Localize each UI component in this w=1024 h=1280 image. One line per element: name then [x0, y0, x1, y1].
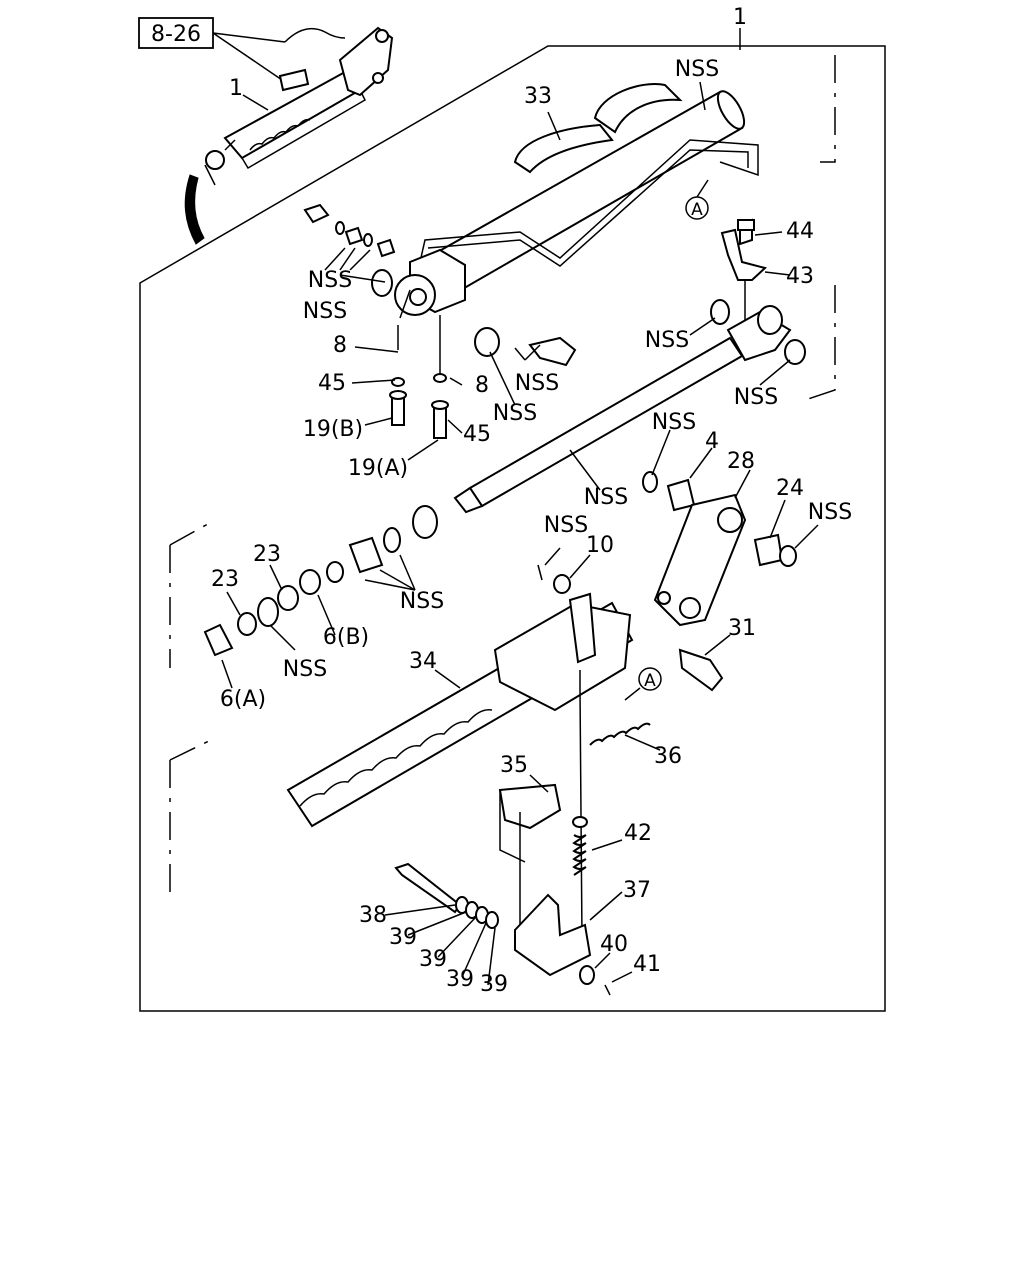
label-p35: 35 [500, 753, 528, 778]
label-p4: 4 [705, 429, 719, 454]
bracket-43 [720, 228, 768, 281]
label-p34: 34 [409, 649, 437, 674]
washer-nss-left [371, 269, 393, 297]
label-p10: 10 [586, 533, 614, 558]
label-p33: 33 [524, 84, 552, 109]
callout-a-upper: A [685, 179, 709, 220]
label-nss-bushings: NSS [400, 589, 444, 614]
label-nss-screw-right: NSS [515, 371, 559, 396]
upper-tube [418, 90, 759, 304]
label-nss-tube: NSS [675, 57, 719, 82]
channel-34 [286, 592, 634, 828]
label-p23-a: 23 [253, 542, 281, 567]
label-p37: 37 [623, 878, 651, 903]
bolt-44 [737, 218, 755, 246]
callout-a-lower: A [624, 667, 662, 701]
label-p1-small: 1 [229, 76, 243, 101]
label-p8-left: 8 [333, 333, 347, 358]
washer-nss-mid [474, 327, 500, 357]
fitting-19b [389, 377, 407, 426]
half-shell-33 [513, 83, 683, 174]
label-nss-ring-top: NSS [652, 410, 696, 435]
label-p40: 40 [600, 932, 628, 957]
label-p42: 42 [624, 821, 652, 846]
clamp-block [394, 248, 466, 375]
label-nss-washer-left: NSS [303, 299, 347, 324]
washer-40 [579, 965, 595, 985]
label-p39-b: 39 [419, 947, 447, 972]
label-p19a: 19(A) [348, 456, 408, 481]
svg-text:A: A [691, 200, 703, 220]
label-nss-shaft: NSS [584, 485, 628, 510]
bolt-38 [394, 862, 462, 914]
label-p44: 44 [786, 219, 814, 244]
bushing-row [203, 505, 438, 657]
assembly-frame [139, 45, 886, 1012]
label-p39-d: 39 [480, 972, 508, 997]
screw-nss-right [528, 336, 577, 367]
fitting-19a [431, 373, 449, 439]
pin-nss [537, 564, 543, 581]
label-nss-ring-right: NSS [808, 500, 852, 525]
washer-39-4 [485, 911, 499, 929]
spring-42 [572, 816, 588, 876]
label-p39-a: 39 [389, 925, 417, 950]
overview-arrow [184, 174, 205, 245]
label-p1-top: 1 [733, 5, 747, 30]
label-nss-cross-left: NSS [645, 328, 689, 353]
overview-assembly [184, 26, 394, 245]
label-p28: 28 [727, 449, 755, 474]
reference-box: 8-26 [138, 17, 286, 83]
shaft [453, 299, 806, 514]
label-p45-right: 45 [463, 422, 491, 447]
phantom-lines [169, 55, 836, 895]
label-p43: 43 [786, 264, 814, 289]
label-p19b: 19(B) [303, 417, 363, 442]
label-p45-left: 45 [318, 371, 346, 396]
screw-set [303, 203, 396, 271]
label-p38: 38 [359, 903, 387, 928]
label-p6a: 6(A) [220, 687, 266, 712]
arm-28 [653, 493, 747, 627]
svg-text:A: A [644, 671, 656, 691]
label-nss-oring: NSS [283, 657, 327, 682]
washer-10 [553, 574, 571, 594]
spring-36 [589, 722, 651, 746]
label-p23-b: 23 [211, 567, 239, 592]
pin-31 [678, 648, 724, 692]
bracket-35 [498, 783, 562, 830]
label-nss-screws: NSS [308, 268, 352, 293]
label-p8-right: 8 [475, 373, 489, 398]
label-p24: 24 [776, 476, 804, 501]
bracket-37 [514, 893, 592, 977]
label-p31: 31 [728, 616, 756, 641]
bushing-4 [666, 478, 696, 512]
reference-box-label: 8-26 [151, 22, 201, 47]
pipe [419, 139, 759, 263]
leader-lines [221, 28, 819, 986]
label-nss-washer-mid: NSS [493, 401, 537, 426]
bushing-24 [753, 533, 784, 567]
label-nss-pin: NSS [544, 513, 588, 538]
pin-41 [604, 984, 611, 996]
label-p6b: 6(B) [323, 625, 369, 650]
label-nss-cross-right: NSS [734, 385, 778, 410]
label-p39-c: 39 [446, 967, 474, 992]
label-p36: 36 [654, 744, 682, 769]
label-p41: 41 [633, 952, 661, 977]
